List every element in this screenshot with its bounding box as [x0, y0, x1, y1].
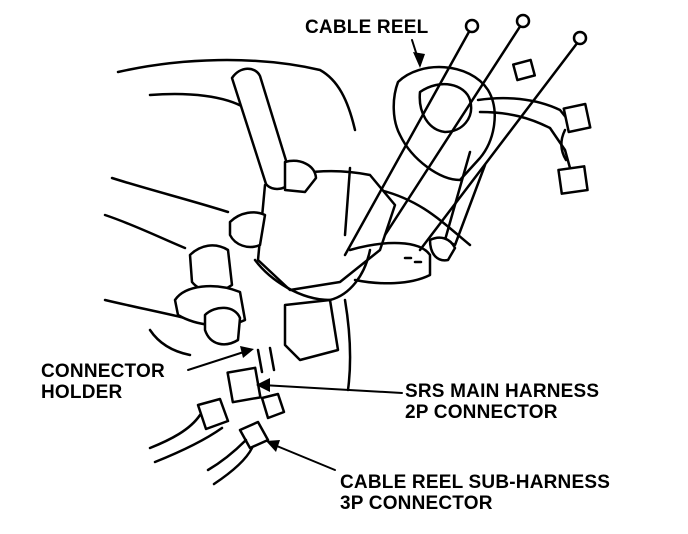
- cable-reel-mounting-screws: [343, 13, 588, 257]
- leader-lines: [187, 39, 421, 471]
- sub-harness-connector: [196, 392, 286, 450]
- cable-reel: [392, 65, 496, 262]
- cable-reel-sub-harness-label-line2: 3P CONNECTOR: [340, 493, 493, 514]
- cable-reel-label: CABLE REEL: [305, 17, 429, 38]
- connector-holder-label-line2: HOLDER: [41, 382, 123, 403]
- steering-column: [173, 169, 432, 362]
- dashboard-outline: [103, 58, 472, 392]
- cable-reel-sub-harness-label-line1: CABLE REEL SUB-HARNESS: [340, 472, 611, 493]
- combination-switch-lever: [230, 67, 318, 194]
- connector-holder-label-line1: CONNECTOR: [41, 361, 165, 382]
- connector-holder-part: [203, 306, 242, 346]
- srs-main-harness-label-line2: 2P CONNECTOR: [405, 402, 558, 423]
- leader-arrowheads: [240, 52, 425, 452]
- cable-reel-harness: [476, 58, 592, 195]
- srs-main-harness-connector: [226, 346, 276, 404]
- srs-main-harness-label-line1: SRS MAIN HARNESS: [405, 381, 600, 402]
- harness-wires: [148, 413, 254, 486]
